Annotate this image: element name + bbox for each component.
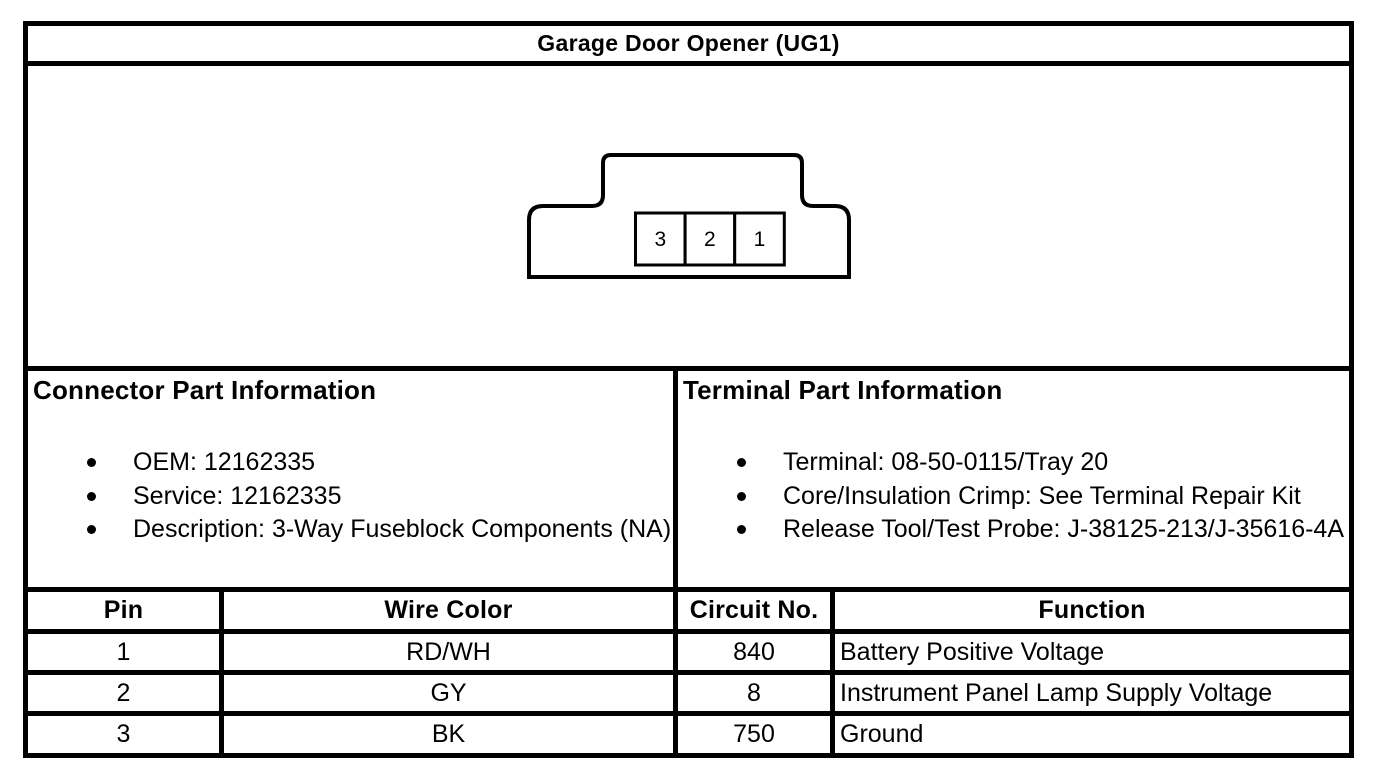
wire-color-cell: RD/WH (224, 629, 678, 670)
pin-cell: 2 (28, 670, 224, 711)
connector-part-information-list: OEM: 12162335 Service: 12162335 Descript… (87, 446, 671, 547)
list-item: Release Tool/Test Probe: J-38125-213/J-3… (737, 513, 1345, 547)
connector-diagram: 3 2 1 (526, 153, 851, 279)
connector-part-information-section: Connector Part Information OEM: 12162335… (28, 371, 678, 587)
connector-part-information-heading: Connector Part Information (33, 375, 377, 405)
connector-figure: Garage Door Opener (UG1) 3 2 1 Connector… (23, 21, 1354, 758)
pin-table-header-function: Function (1038, 596, 1146, 624)
pin-cavity-2 (683, 211, 736, 267)
pin-cavity-2-label: 2 (704, 228, 716, 251)
function-cell: Ground (835, 711, 1349, 753)
pin-table: Pin Wire Color Circuit No. Function 1 RD… (28, 592, 1349, 753)
list-item: Terminal: 08-50-0115/Tray 20 (737, 446, 1345, 480)
list-item: OEM: 12162335 (87, 446, 669, 480)
circuit-no-cell: 8 (678, 670, 835, 711)
function-cell: Instrument Panel Lamp Supply Voltage (835, 670, 1349, 711)
connector-drawing-area: 3 2 1 (28, 66, 1349, 371)
terminal-part-information-list: Terminal: 08-50-0115/Tray 20 Core/Insula… (737, 446, 1345, 547)
function-cell: Battery Positive Voltage (835, 629, 1349, 670)
list-item: Core/Insulation Crimp: See Terminal Repa… (737, 480, 1345, 514)
wire-color-cell: GY (224, 670, 678, 711)
pin-cavity-1 (732, 211, 786, 267)
pin-table-header-circuit-no: Circuit No. (678, 592, 835, 629)
list-item: Service: 12162335 (87, 480, 669, 514)
terminal-part-information-section: Terminal Part Information Terminal: 08-5… (678, 371, 1349, 587)
pin-table-header-wire-color: Wire Color (224, 592, 678, 629)
pin-table-header-pin: Pin (28, 592, 224, 629)
part-information-row: Connector Part Information OEM: 12162335… (28, 371, 1349, 592)
pin-cell: 1 (28, 629, 224, 670)
terminal-part-information-heading: Terminal Part Information (683, 375, 1003, 405)
circuit-no-cell: 840 (678, 629, 835, 670)
circuit-no-cell: 750 (678, 711, 835, 753)
list-item: Description: 3-Way Fuseblock Components … (87, 513, 671, 547)
wire-color-cell: BK (224, 711, 678, 753)
pin-cavity-3-label: 3 (654, 228, 666, 251)
pin-cavity-1-label: 1 (753, 228, 765, 251)
figure-title: Garage Door Opener (UG1) (28, 26, 1349, 66)
pin-cell: 3 (28, 711, 224, 753)
